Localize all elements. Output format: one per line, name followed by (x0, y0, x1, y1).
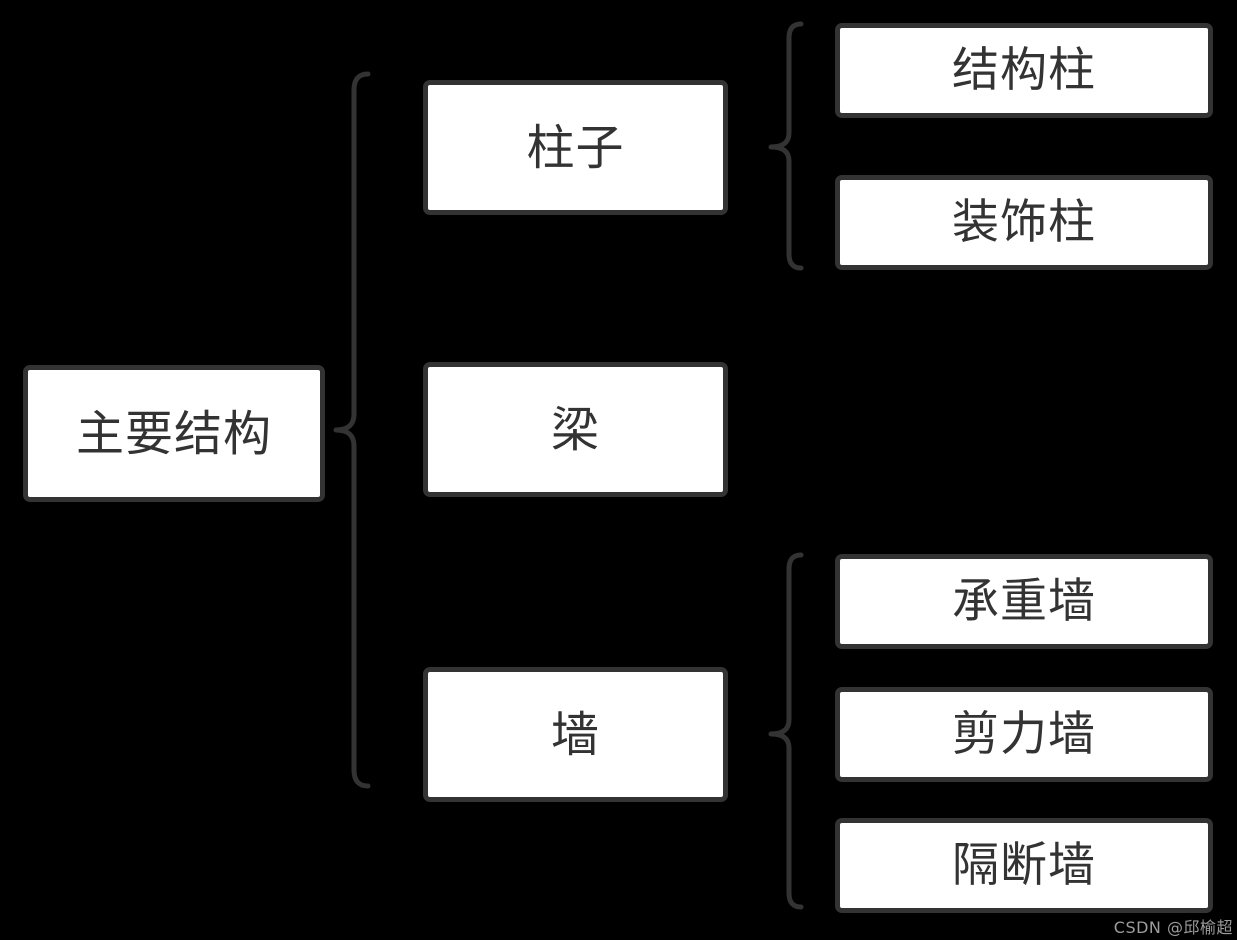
node-partition-wall: 隔断墙 (835, 818, 1213, 913)
node-structural-column: 结构柱 (835, 23, 1213, 118)
node-columns: 柱子 (423, 80, 728, 215)
brace-columns-to-children (768, 21, 804, 271)
node-beam: 梁 (423, 362, 728, 497)
watermark: CSDN @邱榆超 (1113, 917, 1233, 937)
brace-root-to-level1 (333, 71, 371, 789)
node-load-bearing-wall: 承重墙 (835, 554, 1213, 649)
node-wall: 墙 (423, 667, 728, 802)
brace-wall-to-children (768, 552, 804, 910)
node-shear-wall: 剪力墙 (835, 687, 1213, 782)
node-main-structure: 主要结构 (23, 365, 325, 502)
node-decorative-column: 装饰柱 (835, 175, 1213, 270)
